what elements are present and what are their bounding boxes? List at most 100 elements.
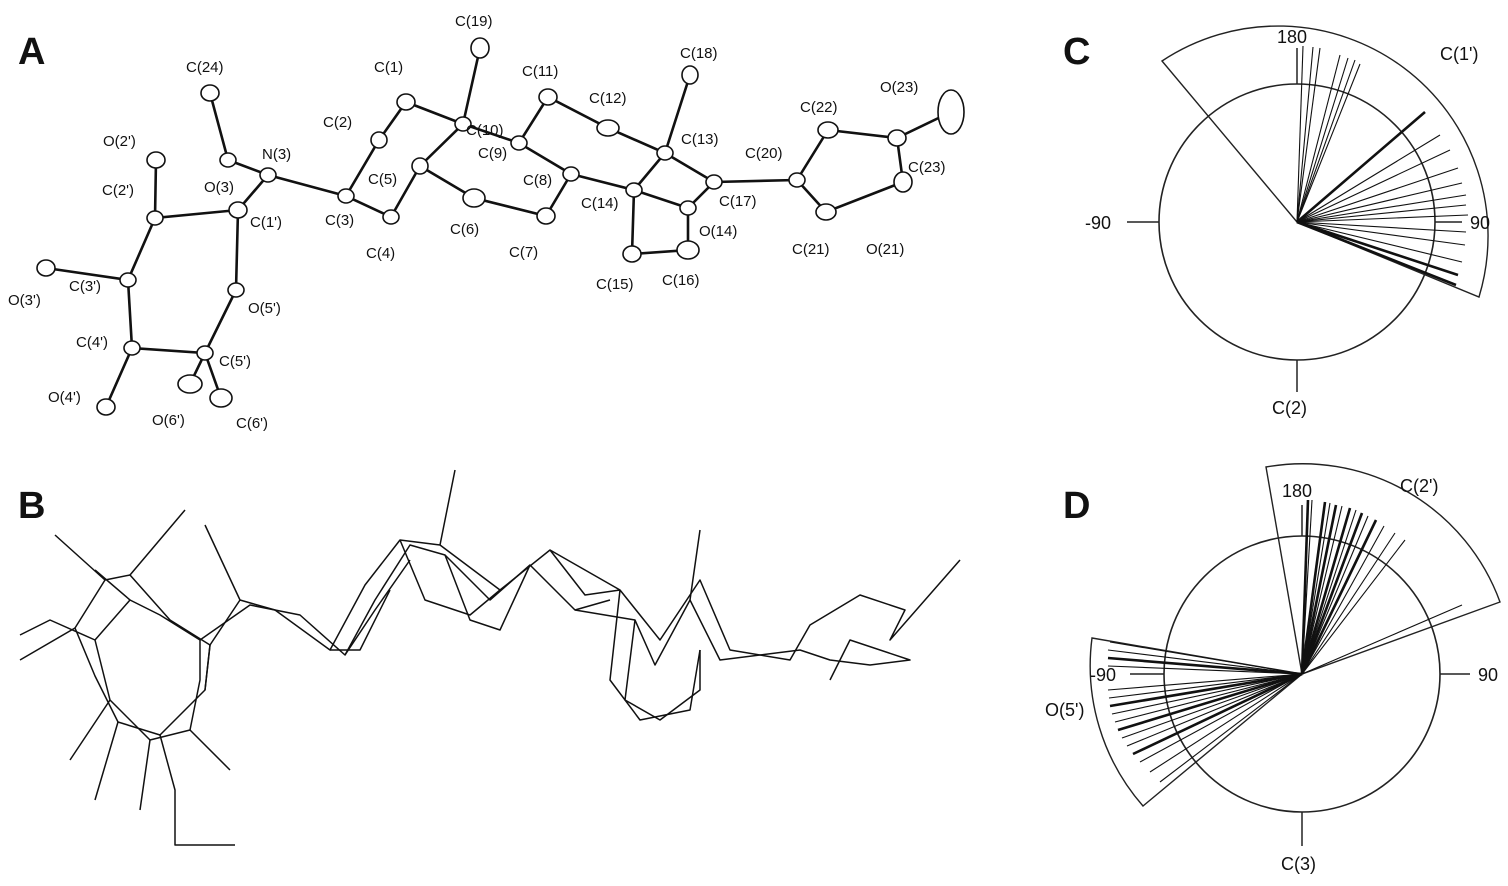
dial-c-ray	[1296, 46, 1314, 223]
dial-d-sector-label: C(2')	[1400, 476, 1438, 496]
dial-d-bottom-label: C(3)	[1281, 854, 1316, 874]
atom-label-c24: C(24)	[186, 59, 224, 76]
wire-1-rings	[330, 539, 701, 721]
atom-c2	[370, 131, 388, 149]
atom-label-o14: O(14)	[699, 223, 737, 240]
dial-d-label-90: 90	[1478, 665, 1498, 685]
bond-ring-a	[344, 100, 466, 219]
dial-c-ray	[1296, 221, 1467, 233]
atom-label-o21: O(21)	[866, 241, 904, 258]
atom-o6p	[177, 374, 203, 394]
dial-d-ray	[1149, 673, 1303, 773]
dial-d-ray	[1139, 673, 1303, 763]
bond-c17-c20	[712, 178, 799, 184]
wire-2-chain	[199, 544, 911, 681]
wire-2-rings	[344, 529, 701, 721]
atom-label-c2p: C(2')	[102, 182, 134, 199]
dial-c-ray	[1296, 134, 1441, 223]
dial-d-label-minus90: -90	[1090, 665, 1116, 685]
dial-c-rays	[1296, 45, 1469, 287]
wire-1-sugar	[74, 574, 211, 736]
atom-label-c4p: C(4')	[76, 334, 108, 351]
dial-d-ray	[1301, 499, 1313, 675]
atom-c2p	[146, 210, 164, 226]
dial-d-ray	[1300, 504, 1338, 675]
dial-d-sector-top	[1265, 463, 1501, 675]
atom-n3	[259, 167, 277, 183]
atom-label-c6: C(6)	[450, 221, 479, 238]
wire-1-subst	[19, 509, 235, 846]
panel-letter-d: D	[1063, 485, 1090, 527]
atom-label-c12: C(12)	[589, 90, 627, 107]
bond-c10-c19	[461, 46, 482, 126]
atom-o5p	[227, 282, 245, 298]
dial-d-ray	[1117, 672, 1303, 732]
dial-d-ray	[1300, 519, 1378, 675]
dial-c-ray	[1296, 167, 1459, 223]
atom-c20	[788, 172, 806, 188]
dial-c-ray	[1296, 221, 1466, 246]
dial-c-ray	[1296, 47, 1321, 223]
atom-ellipses	[36, 37, 965, 416]
dial-c-ray	[1296, 221, 1463, 263]
dial-d-ray	[1108, 673, 1303, 699]
bond-o3-c24	[208, 91, 230, 162]
atom-c3p	[119, 272, 137, 288]
atom-c7	[536, 207, 556, 225]
bond-c2p-o2p	[153, 158, 158, 220]
dial-d-ray	[1114, 673, 1303, 723]
bond-c13-c18	[663, 73, 692, 155]
atom-label-c3p: C(3')	[69, 278, 101, 295]
atom-label-o2p: O(2')	[103, 133, 136, 150]
dial-d-ray	[1301, 539, 1406, 675]
atom-label-c5: C(5)	[368, 171, 397, 188]
atom-label-c18: C(18)	[680, 45, 718, 62]
dial-d-ray	[1132, 672, 1303, 756]
atom-o23	[937, 89, 965, 135]
atom-label-c20: C(20)	[745, 145, 783, 162]
dial-d-ray	[1301, 604, 1463, 675]
atom-c1	[396, 93, 416, 111]
dial-c-ray	[1296, 54, 1341, 223]
dial-c-sector	[1160, 25, 1489, 298]
atom-c18	[681, 65, 699, 85]
dial-d-ray	[1107, 656, 1303, 676]
dial-c-label-180: 180	[1277, 27, 1307, 47]
panel-c: C 180 -90	[1063, 25, 1490, 418]
bond-c4p-o4p	[104, 346, 134, 409]
atom-c4p	[123, 340, 141, 356]
atom-label-o3: O(3)	[204, 179, 234, 196]
bond-c14-o14	[632, 188, 690, 210]
bond-lactone-ring	[795, 128, 905, 214]
dial-d-label-180: 180	[1282, 481, 1312, 501]
atom-c1p	[228, 201, 248, 219]
dial-d-ray	[1111, 673, 1303, 715]
wireframe-conformer-2	[19, 529, 911, 811]
atom-label-c8: C(8)	[523, 172, 552, 189]
atom-c5	[411, 157, 429, 175]
atom-label-c22: C(22)	[800, 99, 838, 116]
dial-c-sector-label: C(1')	[1440, 44, 1478, 64]
atom-c10	[454, 116, 472, 132]
atom-c16	[676, 240, 700, 260]
bond-ring-d	[630, 151, 717, 256]
panel-letter-c: C	[1063, 31, 1090, 73]
dial-d-ray	[1109, 641, 1303, 675]
atom-label-c10: C(10)	[466, 122, 504, 139]
dial-d-sector-left	[1089, 637, 1304, 807]
atom-c21	[815, 203, 837, 221]
atom-c3	[337, 188, 355, 204]
atom-o3	[219, 152, 237, 168]
atom-c4	[382, 209, 400, 225]
atom-label-c15: C(15)	[596, 276, 634, 293]
atom-label-c1p: C(1')	[250, 214, 282, 231]
atom-label-n3: N(3)	[262, 146, 291, 163]
dial-c-ray	[1296, 220, 1457, 287]
atom-c5p	[196, 345, 214, 361]
bond-n3-c3	[266, 173, 348, 198]
atom-c23	[887, 129, 907, 147]
dial-d-ray	[1107, 673, 1303, 691]
ortep-atoms	[36, 37, 965, 416]
atom-label-c7: C(7)	[509, 244, 538, 261]
panel-b: B	[18, 469, 961, 846]
